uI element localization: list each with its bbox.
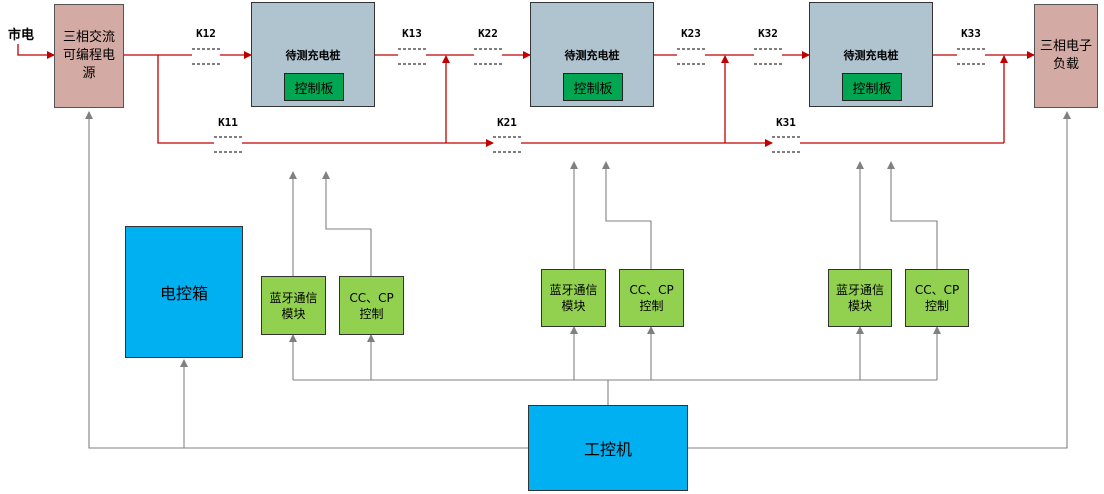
bluetooth-module-2: 蓝牙通信 模块	[541, 269, 606, 327]
signal-out-cp3	[887, 161, 938, 269]
cc-cp-control-2: CC、CP 控制	[619, 269, 684, 327]
charging-pile-title: 待测充电桩	[564, 49, 620, 62]
bluetooth-module-1: 蓝牙通信 模块	[261, 276, 326, 335]
industrial-computer: 工控机	[528, 405, 688, 491]
switch-label-k32: K32	[758, 27, 778, 40]
control-board: 控制板	[563, 73, 623, 101]
signal-bus-ipc	[85, 111, 528, 449]
charging-pile-1: 待测充电桩 控制板	[251, 2, 375, 107]
switch-label-k23: K23	[681, 27, 701, 40]
electric-control-cabinet-label: 电控箱	[159, 284, 208, 303]
signal-out-cp1	[322, 171, 372, 276]
signal-out-cp2	[602, 161, 652, 269]
cc-cp-control-label: CC、CP 控制	[914, 283, 960, 313]
mains-label: 市电	[8, 28, 35, 43]
cc-cp-control-3: CC、CP 控制	[905, 269, 969, 327]
bluetooth-module-3: 蓝牙通信 模块	[828, 269, 892, 327]
control-board-label: 控制板	[852, 81, 892, 97]
electronic-load: 三相电子负载	[1034, 4, 1098, 108]
bluetooth-module-label: 蓝牙通信 模块	[549, 283, 598, 313]
switch-symbol-k33	[957, 48, 985, 65]
charging-pile-2: 待测充电桩 控制板	[530, 2, 654, 107]
control-board-label: 控制板	[573, 81, 613, 97]
switch-symbol-k12	[192, 48, 220, 65]
switch-symbol-k31	[772, 136, 800, 153]
cc-cp-control-1: CC、CP 控制	[339, 276, 404, 335]
charging-pile-3: 待测充电桩 控制板	[809, 2, 933, 107]
cc-cp-control-label: CC、CP 控制	[629, 283, 674, 313]
charging-pile-title: 待测充电桩	[285, 49, 341, 62]
switch-label-k21: K21	[497, 116, 517, 129]
charging-pile-title: 待测充电桩	[843, 49, 899, 62]
switch-symbol-k13	[398, 48, 426, 65]
switch-symbol-k23	[677, 48, 705, 65]
switch-label-k22: K22	[478, 27, 498, 40]
mains-wire	[17, 44, 55, 59]
switch-symbol-k21	[493, 136, 521, 153]
electronic-load-label: 三相电子负载	[1039, 39, 1092, 72]
industrial-computer-label: 工控机	[583, 440, 632, 459]
control-board: 控制板	[284, 73, 344, 101]
bluetooth-module-label: 蓝牙通信 模块	[835, 283, 884, 313]
switch-symbol-k11	[214, 136, 242, 153]
electric-control-cabinet: 电控箱	[125, 226, 243, 358]
bluetooth-module-label: 蓝牙通信 模块	[269, 290, 318, 321]
switch-label-k12: K12	[196, 27, 216, 40]
cc-cp-control-label: CC、CP 控制	[349, 290, 394, 321]
switch-symbol-k22	[474, 48, 502, 65]
switch-label-k31: K31	[776, 116, 796, 129]
switch-symbol-k32	[754, 48, 782, 65]
bypass-wire-src-k11	[157, 55, 214, 144]
control-board-label: 控制板	[294, 81, 334, 97]
switch-label-k13: K13	[402, 27, 422, 40]
programmable-ac-source: 三相交流可编程电源	[54, 4, 124, 108]
switch-label-k11: K11	[218, 116, 238, 129]
signal-wire-load	[688, 111, 1071, 449]
control-board: 控制板	[842, 73, 902, 101]
programmable-ac-source-label: 三相交流可编程电源	[62, 30, 115, 81]
switch-label-k33: K33	[961, 27, 981, 40]
